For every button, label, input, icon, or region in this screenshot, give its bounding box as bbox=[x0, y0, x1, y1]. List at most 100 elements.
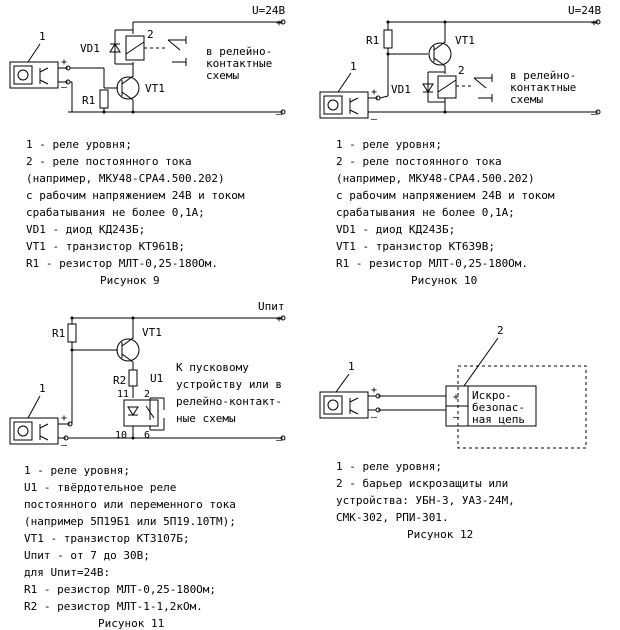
fig12-barrier-plus: + bbox=[453, 392, 459, 403]
fig12-barrier-minus: – bbox=[453, 412, 460, 423]
svg-text:+: + bbox=[371, 385, 377, 396]
fig10-caption: Рисунок 10 bbox=[411, 274, 477, 287]
fig9-r1-label: R1 bbox=[82, 94, 95, 107]
fig12-barrier-line-1: Искро- bbox=[472, 389, 512, 402]
fig11-plus-label: + bbox=[276, 314, 282, 325]
fig9-output-line-3: схемы bbox=[206, 69, 239, 82]
fig11-pin11: 11 bbox=[117, 389, 129, 400]
fig12-legend-2: 2 - барьер искрозащиты или bbox=[336, 477, 508, 490]
fig10-plus-label: + bbox=[591, 18, 597, 29]
fig10-relay-label: 2 bbox=[458, 64, 465, 77]
fig10-legend-2: 2 - реле постоянного тока bbox=[336, 155, 502, 168]
fig10-sensor-body bbox=[319, 91, 369, 119]
fig10-vt1-label: VT1 bbox=[455, 34, 475, 47]
fig11-pin10: 10 bbox=[115, 430, 127, 441]
fig9-legend-7: VT1 - транзистор КТ961В; bbox=[26, 240, 185, 253]
fig12-caption: Рисунок 12 bbox=[407, 528, 473, 541]
fig12-hazard-zone bbox=[457, 365, 587, 449]
fig10-output-line-1: в релейно- bbox=[510, 69, 576, 82]
fig11-r1 bbox=[67, 323, 77, 343]
fig9-relay-label: 2 bbox=[147, 28, 154, 41]
fig11-legend-7: для Uпит=24В: bbox=[24, 566, 110, 579]
fig11-output-line-4: ные схемы bbox=[176, 412, 236, 425]
fig9-legend-3: (например, МКУ48-СРА4.500.202) bbox=[26, 172, 225, 185]
fig9-legend-5: срабатывания не более 0,1А; bbox=[26, 206, 205, 219]
figure-9: U=24В + – 1 + – R1 bbox=[9, 4, 286, 287]
fig10-vd1-label: VD1 bbox=[391, 83, 411, 96]
fig9-plus-terminal bbox=[280, 19, 286, 25]
fig10-legend-5: срабатывания не более 0,1А; bbox=[336, 206, 515, 219]
svg-text:–: – bbox=[61, 82, 68, 93]
fig9-caption: Рисунок 9 bbox=[100, 274, 160, 287]
svg-text:+: + bbox=[61, 413, 67, 424]
fig10-output-line-2: контактные bbox=[510, 81, 576, 94]
svg-text:–: – bbox=[61, 440, 68, 451]
svg-text:–: – bbox=[371, 412, 378, 423]
fig9-minus-label: – bbox=[276, 109, 283, 120]
fig10-voltage-label: U=24В bbox=[568, 4, 601, 17]
fig12-barrier-body bbox=[467, 385, 537, 427]
fig12-sensor-label: 1 bbox=[348, 360, 355, 373]
fig10-r1-label: R1 bbox=[366, 34, 379, 47]
fig11-u1-ssr bbox=[123, 399, 159, 427]
fig11-legend-6: Uпит - от 7 до 30В; bbox=[24, 549, 150, 562]
fig9-vd1-label: VD1 bbox=[80, 42, 100, 55]
fig9-legend-4: с рабочим напряжением 24В и током bbox=[26, 189, 245, 202]
svg-text:–: – bbox=[371, 114, 378, 125]
fig10-sensor-label: 1 bbox=[350, 60, 357, 73]
fig10-relay-coil bbox=[437, 75, 457, 99]
fig9-minus-terminal bbox=[280, 109, 286, 115]
fig10-legend-3: (например, МКУ48-СРА4.500.202) bbox=[336, 172, 535, 185]
fig11-output-line-1: К пусковому bbox=[176, 361, 249, 374]
fig10-vt1 bbox=[428, 42, 452, 66]
fig11-output-line-3: релейно-контакт- bbox=[176, 395, 282, 408]
fig10-r1 bbox=[383, 29, 393, 49]
fig11-legend-1: 1 - реле уровня; bbox=[24, 464, 130, 477]
fig12-barrier-line-2: безопас- bbox=[472, 401, 525, 414]
fig10-minus-label: – bbox=[591, 109, 598, 120]
fig9-voltage-label: U=24В bbox=[252, 4, 285, 17]
fig9-legend-6: VD1 - диод КД243Б; bbox=[26, 223, 145, 236]
fig10-output-line-3: схемы bbox=[510, 93, 543, 106]
fig11-legend-9: R2 - резистор МЛТ-1-1,2кОм. bbox=[24, 600, 203, 613]
fig9-sensor-leader bbox=[27, 43, 41, 63]
fig11-u1-label: U1 bbox=[150, 372, 163, 385]
fig11-r2 bbox=[128, 369, 138, 387]
fig12-sensor-body bbox=[319, 391, 369, 419]
fig11-caption: Рисунок 11 bbox=[98, 617, 164, 630]
fig9-sensor-window bbox=[13, 65, 33, 85]
fig9-vt1 bbox=[116, 76, 140, 100]
fig10-vd1 bbox=[422, 83, 434, 93]
fig10-legend-8: R1 - резистор МЛТ-0,25-180Ом. bbox=[336, 257, 528, 270]
fig11-output-line-2: устройству или в bbox=[176, 378, 282, 391]
fig10-legend-1: 1 - реле уровня; bbox=[336, 138, 442, 151]
fig11-vt1-label: VT1 bbox=[142, 326, 162, 339]
fig12-legend-3: устройства: УБН-3, УАЗ-24М, bbox=[336, 494, 515, 507]
fig11-pin2: 2 bbox=[144, 389, 150, 400]
figure-10: U=24В + – R1 VT1 VD1 2 bbox=[319, 4, 601, 287]
fig11-minus-label: – bbox=[276, 435, 283, 446]
fig9-r1 bbox=[99, 89, 109, 109]
fig9-sensor-body bbox=[9, 61, 59, 89]
fig9-plus-label: + bbox=[276, 18, 282, 29]
fig12-barrier-label: 2 bbox=[497, 324, 504, 337]
fig10-legend-7: VT1 - транзистор КТ639В; bbox=[336, 240, 495, 253]
fig11-sensor-body bbox=[9, 417, 59, 445]
fig11-legend-2: U1 - твёрдотельное реле bbox=[24, 481, 176, 494]
fig11-r2-label: R2 bbox=[113, 374, 126, 387]
fig9-legend-2: 2 - реле постоянного тока bbox=[26, 155, 192, 168]
fig11-vt1 bbox=[116, 338, 140, 362]
fig11-sensor-label: 1 bbox=[39, 382, 46, 395]
fig12-legend-1: 1 - реле уровня; bbox=[336, 460, 442, 473]
fig11-voltage-label: Uпит bbox=[258, 300, 285, 313]
fig9-legend-8: R1 - резистор МЛТ-0,25-180Ом. bbox=[26, 257, 218, 270]
figure-12: 2 + – Искро- безопас- ная цепь 1 + – 1 -… bbox=[319, 324, 587, 541]
fig10-legend-4: с рабочим напряжением 24В и током bbox=[336, 189, 555, 202]
fig9-output-line-2: контактные bbox=[206, 57, 272, 70]
fig11-legend-3: постоянного или переменного тока bbox=[24, 498, 236, 511]
fig11-r1-label: R1 bbox=[52, 327, 65, 340]
fig9-vd1 bbox=[109, 43, 121, 53]
svg-text:+: + bbox=[61, 57, 67, 68]
fig9-legend-1: 1 - реле уровня; bbox=[26, 138, 132, 151]
